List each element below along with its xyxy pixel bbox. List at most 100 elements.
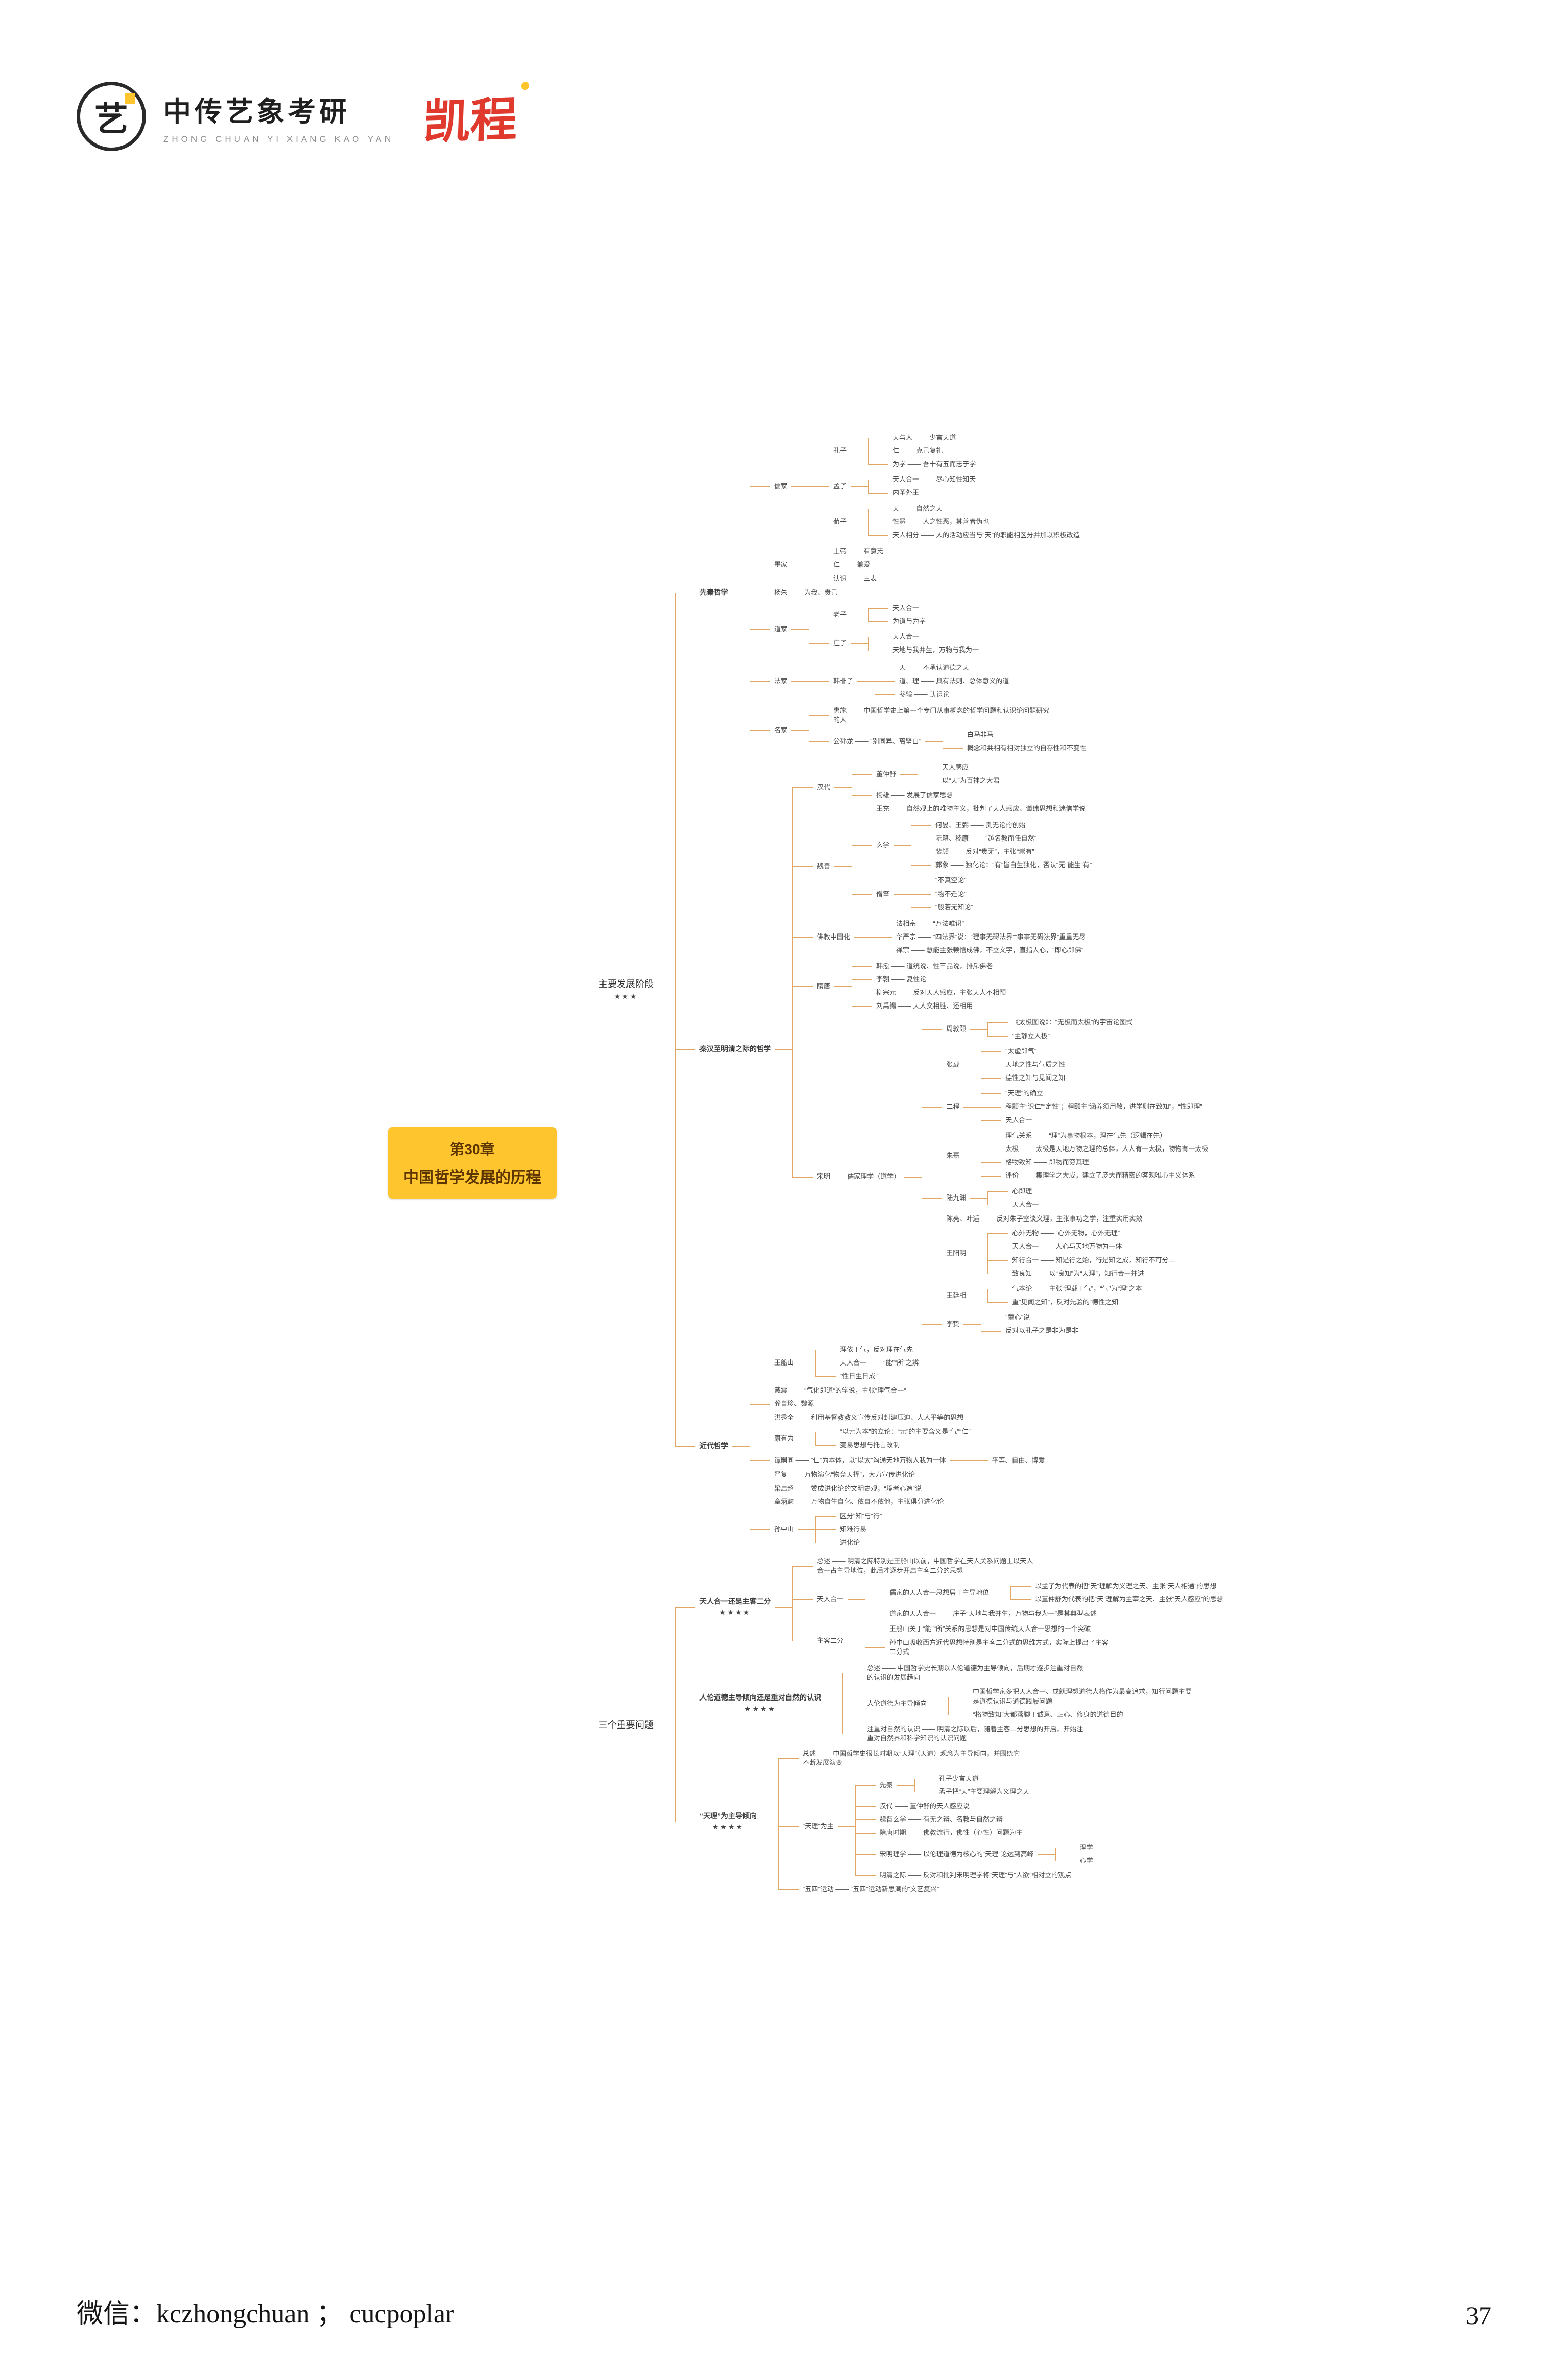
mindmap-node: “主静立人极” xyxy=(1008,1031,1054,1042)
mindmap-node: 三个重要问题天人合一还是主客二分★★★★总述 —— 明清之际特别是王船山以前，中… xyxy=(594,1553,1227,1897)
mindmap-node: 惠施 —— 中国哲学史上第一个专门从事概念的哲学问题和认识论问题研究的人 xyxy=(829,705,1057,726)
mindmap-node: 明清之际 —— 反对和批判宋明理学将“天理”与“人欲”相对立的观点 xyxy=(876,1870,1076,1881)
mindmap-node: 汉代董仲舒天人感应以“天”为百神之大君扬雄 —— 发展了儒家思想王充 —— 自然… xyxy=(813,760,1090,816)
node-label: 扬雄 —— 发展了儒家思想 xyxy=(876,791,953,799)
node-label: 孟子 xyxy=(833,482,847,490)
node-label: 人伦道德主导倾向还是重对自然的认识★★★★ xyxy=(695,1692,825,1715)
mindmap-node: 裴頠 —— 反对“贵无”，主张“崇有” xyxy=(931,846,1039,857)
mindmap-node: 天人合一 —— “能”“所”之辨 xyxy=(836,1357,923,1369)
mindmap-node: 主要发展阶段★★★先秦哲学儒家孔子天与人 —— 少言天道仁 —— 克己复礼为学 … xyxy=(594,428,1212,1552)
node-label: 何晏、王弼 —— 贵无论的创始 xyxy=(935,821,1026,829)
node-label: 人伦道德为主导倾向 xyxy=(867,1699,927,1707)
mindmap-node: 天人合一 xyxy=(888,603,923,614)
mindmap-node: 致良知 —— 以“良知”为“天理”，知行合一并进 xyxy=(1008,1268,1148,1279)
node-label: 刘禹锡 —— 天人交相胜、还相用 xyxy=(876,1002,973,1010)
mindmap-node: 李翱 —— 复性论 xyxy=(872,974,930,985)
mindmap-node: 公孙龙 —— “别同异、离坚白”白马非马概念和共相有相对独立的自存性和不变性 xyxy=(829,728,1091,755)
node-label: 先秦哲学 xyxy=(699,588,728,597)
node-label: 康有为 xyxy=(774,1434,794,1442)
node-label: 佛教中国化 xyxy=(817,933,851,941)
mindmap-node: 法相宗 —— “万法唯识” xyxy=(892,918,968,929)
mindmap-node: “天理”为主导倾向★★★★总述 —— 中国哲学史很长时期以“天理”（天道）观念为… xyxy=(695,1747,1097,1896)
node-label: 心学 xyxy=(1079,1856,1093,1864)
node-label: 章炳麟 —— 万物自生自化、依自不依他，主张俱分进化论 xyxy=(774,1497,944,1505)
node-label: 评价 —— 集理学之大成，建立了庞大而精密的客观唯心主义体系 xyxy=(1005,1171,1195,1180)
mindmap-node: 区分“知”与“行” xyxy=(836,1511,886,1522)
mindmap-node: 近代哲学王船山理依于气，反对理在气先天人合一 —— “能”“所”之辨“性日生日成… xyxy=(695,1342,1049,1551)
mindmap-node: 宋明理学 —— 以伦理道德为核心的“天理”论达到高峰理学心学 xyxy=(876,1841,1097,1867)
node-label: “物不迁论” xyxy=(935,890,967,898)
mindmap-node: 为学 —— 吾十有五而志于学 xyxy=(888,459,980,470)
node-label: 知行合一 —— 知是行之始，行是知之成，知行不可分二 xyxy=(1012,1256,1175,1264)
node-label: 天与人 —— 少言天道 xyxy=(892,433,956,441)
mindmap-node: 理气关系 —— “理”为事物根本，理在气先（逻辑在先） xyxy=(1001,1130,1170,1141)
node-label: 天人合一 xyxy=(892,633,920,641)
node-label: 柳宗元 —— 反对天人感应，主张天人不相预 xyxy=(876,988,1006,996)
node-label: 儒家的天人合一思想居于主导地位 xyxy=(889,1588,990,1596)
mindmap-node: 道家的天人合一 —— 庄子“天地与我并生，万物与我为一”是其典型表述 xyxy=(885,1608,1101,1619)
mindmap-node: 理依于气，反对理在气先 xyxy=(836,1344,917,1355)
node-label: 仁 —— 克己复礼 xyxy=(892,446,943,454)
mindmap-node: 天人合一儒家的天人合一思想居于主导地位以孟子为代表的把“天”理解为义理之天、主张… xyxy=(813,1578,1227,1621)
mindmap-node: 心学 xyxy=(1076,1855,1097,1866)
node-label: 天人相分 —— 人的活动应当与“天”的职能相区分并加以积极改造 xyxy=(892,531,1080,539)
node-label: 梁启超 —— 赞成进化论的文明史观，“境者心造”说 xyxy=(774,1484,922,1492)
mindmap-node: 王阳明心外无物 —— “心外无物，心外无理”天人合一 —— 人心与天地万物为一体… xyxy=(942,1227,1179,1280)
mindmap-node: 天人感应 xyxy=(938,762,973,773)
node-label: 概念和共相有相对独立的自存性和不变性 xyxy=(967,744,1087,752)
node-label: 理气关系 —— “理”为事物根本，理在气先（逻辑在先） xyxy=(1005,1131,1167,1139)
node-label: 主客二分 xyxy=(817,1636,844,1644)
node-label: 周敦颐 xyxy=(946,1025,967,1033)
mindmap-node: 心即理 xyxy=(1008,1186,1036,1197)
mindmap-node: 韩非子天 —— 不承认道德之天道、理 —— 具有法则、总体意义的道参验 —— 认… xyxy=(829,661,1013,702)
node-label: 知难行易 xyxy=(840,1525,867,1534)
node-label: 理学 xyxy=(1079,1843,1093,1851)
mindmap-node: 天与人 —— 少言天道 xyxy=(888,432,960,443)
mindmap-node: 知行合一 —— 知是行之始，行是知之成，知行不可分二 xyxy=(1008,1255,1179,1266)
mindmap-node: 严复 —— 万物演化“物竞天择”，大力宣传进化论 xyxy=(770,1469,919,1480)
node-label: 天人合一 xyxy=(1012,1200,1039,1208)
node-label: 天人合一 —— “能”“所”之辨 xyxy=(840,1358,919,1367)
mindmap-node: 总述 —— 明清之际特别是王船山以前，中国哲学在天人关系问题上以天人合一占主导地… xyxy=(813,1555,1041,1576)
node-label: 程颢主“识仁”“定性”；程颐主“涵养须用敬，进学则在致知”，“性即理” xyxy=(1005,1103,1202,1111)
node-label: 心即理 xyxy=(1012,1187,1032,1195)
node-label: 庄子 xyxy=(833,639,847,648)
mindmap-node: 龚自珍、魏源 xyxy=(770,1398,818,1409)
node-label: 严复 —— 万物演化“物竞天择”，大力宣传进化论 xyxy=(774,1471,915,1479)
node-label: 龚自珍、魏源 xyxy=(774,1400,814,1408)
node-label: 隋唐时期 —— 佛教流行，佛性（心性）问题为主 xyxy=(879,1829,1023,1837)
mindmap-node: 仁 —— 克己复礼 xyxy=(888,445,947,457)
node-label: 玄学 xyxy=(876,841,890,849)
node-label: 仁 —— 兼爱 xyxy=(833,561,871,569)
mindmap-node: “天理”的确立 xyxy=(1001,1088,1047,1099)
mindmap-node: 以“天”为百神之大君 xyxy=(938,775,1004,786)
mindmap-node: 理学 xyxy=(1076,1842,1097,1853)
mindmap-node: 反对以孔子之是非为是非 xyxy=(1001,1325,1082,1336)
node-label: 二程 xyxy=(946,1103,960,1111)
mindmap-node: 道、理 —— 具有法则、总体意义的道 xyxy=(895,676,1013,687)
mindmap-node: 太极 —— 太极是天地万物之理的总体，人人有一太极，物物有一太极 xyxy=(1001,1143,1212,1155)
mindmap-node: 扬雄 —— 发展了儒家思想 xyxy=(872,789,957,801)
mindmap-node: 戴震 —— “气化即道”的学说，主张“理气合一” xyxy=(770,1385,910,1396)
wechat-contact: 微信：kczhongchuan ； cucpoplar xyxy=(77,2300,454,2329)
node-label: 董仲舒 xyxy=(876,770,897,778)
page-number: 37 xyxy=(1466,2301,1491,2330)
node-label: 郭象 —— 独化论：“有”皆自生独化，否认“无”能生“有” xyxy=(935,861,1092,869)
mindmap-node: “天理”为主先秦孔子少言天道孟子把“天”主要理解为义理之天汉代 —— 董仲舒的天… xyxy=(799,1771,1097,1882)
mindmap-node: 宋明 —— 儒家理学（道学）周敦颐《太极图说》：“无极而太极”的宇宙论图式“主静… xyxy=(813,1015,1212,1338)
mindmap-node: 陈亮、叶适 —— 反对朱子空谈义理，主张事功之学，注重实用实效 xyxy=(942,1213,1146,1225)
mindmap-node: 王船山理依于气，反对理在气先天人合一 —— “能”“所”之辨“性日生日成” xyxy=(770,1343,923,1383)
node-label: 儒家 xyxy=(774,482,788,490)
mindmap-node: 天地与我并生，万物与我为一 xyxy=(888,644,983,656)
node-label: “主静立人极” xyxy=(1012,1032,1050,1040)
node-label: 以董仲舒为代表的把“天”理解为主宰之天、主张“天人感应”的思想 xyxy=(1035,1595,1223,1603)
mindmap-node: 王廷相气本论 —— 主张“理载于气”，“气”为“理”之本重“见闻之知”，反对先验… xyxy=(942,1282,1146,1309)
node-label: 惠施 —— 中国哲学史上第一个专门从事概念的哲学问题和认识论问题研究的人 xyxy=(833,707,1050,724)
node-label: 王阳明 xyxy=(946,1249,967,1257)
node-label: 区分“知”与“行” xyxy=(840,1512,882,1520)
node-label: 法相宗 —— “万法唯识” xyxy=(896,920,964,928)
mindmap-node: 儒家的天人合一思想居于主导地位以孟子为代表的把“天”理解为义理之天、主张“天人相… xyxy=(885,1579,1227,1606)
node-label: 朱熹 xyxy=(946,1152,960,1160)
node-label: 汉代 —— 董仲舒的天人感应说 xyxy=(879,1802,970,1810)
